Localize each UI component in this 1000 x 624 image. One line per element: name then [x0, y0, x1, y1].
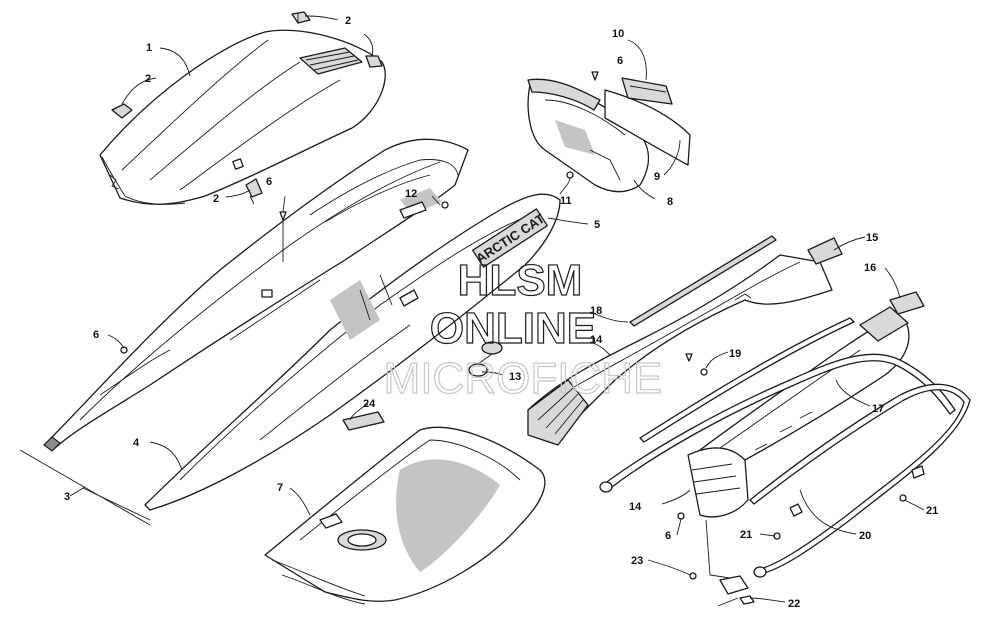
callout-3: 3 — [64, 491, 70, 503]
callout-8: 8 — [667, 196, 673, 208]
part-2-clip-left — [111, 103, 133, 119]
part-1-seat-cover — [99, 29, 386, 205]
watermark: HLSM ONLINE MICROFICHE — [383, 255, 663, 403]
callout-23: 23 — [631, 555, 643, 567]
part-23-screw — [689, 572, 697, 580]
part-9-rear-panel — [604, 89, 691, 166]
callout-19: 19 — [729, 348, 741, 360]
part-24-decal — [342, 411, 385, 431]
callout-6-mid: 6 — [266, 176, 272, 188]
callout-24: 24 — [363, 398, 376, 410]
part-15-decal — [807, 237, 843, 265]
callout-13: 13 — [509, 371, 521, 383]
callouts: 1 2 2 2 3 4 5 6 6 6 6 7 8 9 10 11 12 13 … — [64, 15, 938, 610]
callout-9: 9 — [654, 171, 660, 183]
part-7-storage-tub — [264, 426, 546, 605]
part-2-clip-lower — [245, 178, 263, 205]
part-19-fastener — [685, 353, 708, 376]
part-8-rear-bracket — [527, 78, 650, 193]
part-2-clip-top — [291, 11, 311, 24]
part-20-rail-inner — [639, 317, 855, 443]
callout-16: 16 — [864, 262, 876, 274]
callout-20: 20 — [859, 530, 871, 542]
part-12-bracket — [399, 201, 449, 219]
callout-21-right: 21 — [926, 505, 938, 517]
callout-2-top: 2 — [345, 15, 351, 27]
callout-7: 7 — [277, 482, 283, 494]
callout-2-left: 2 — [145, 73, 151, 85]
part-6-screw-lower — [677, 512, 685, 520]
part-13-grommet — [468, 341, 503, 377]
part-11-fastener — [566, 171, 574, 179]
part-2-clip-right — [365, 55, 383, 68]
watermark-line1: HLSM — [458, 256, 583, 305]
callout-10: 10 — [612, 28, 624, 40]
leader-lines — [82, 15, 925, 603]
callout-15: 15 — [866, 232, 878, 244]
part-6-screw-top — [591, 71, 599, 81]
part-20-rail-lower — [749, 383, 971, 578]
callout-17: 17 — [872, 403, 884, 415]
callout-12: 12 — [405, 188, 417, 200]
part-14-upper-rail-bracket — [527, 254, 833, 446]
part-14-lower-bracket — [687, 447, 749, 518]
part-21-fastener-a — [773, 503, 803, 540]
watermark-line2: ONLINE — [430, 304, 596, 353]
callout-14-upper: 14 — [590, 334, 603, 346]
part-3-assembly-bracket — [19, 449, 151, 526]
watermark-line3: MICROFICHE — [384, 354, 663, 403]
callout-18: 18 — [590, 305, 602, 317]
part-16-decal — [889, 291, 925, 315]
callout-6-left: 6 — [93, 329, 99, 341]
part-6-screw-left — [120, 346, 128, 354]
part-21-fastener-b — [899, 465, 925, 502]
callout-4: 4 — [133, 437, 140, 449]
callout-22: 22 — [788, 598, 800, 610]
part-22-hardware — [717, 575, 755, 607]
callout-1: 1 — [146, 42, 152, 54]
callout-5: 5 — [594, 219, 600, 231]
callout-6-lower: 6 — [665, 530, 671, 542]
part-20-rail-outer — [599, 353, 956, 493]
callout-21-left: 21 — [740, 529, 752, 541]
callout-14-lower: 14 — [629, 501, 642, 513]
part-10-rear-light — [621, 77, 673, 105]
part-4-side-panel-left — [43, 138, 469, 452]
callout-2-lower: 2 — [213, 193, 219, 205]
part-18-trim-strip — [629, 235, 777, 327]
callout-11: 11 — [560, 195, 572, 207]
callout-6-top: 6 — [617, 55, 623, 67]
